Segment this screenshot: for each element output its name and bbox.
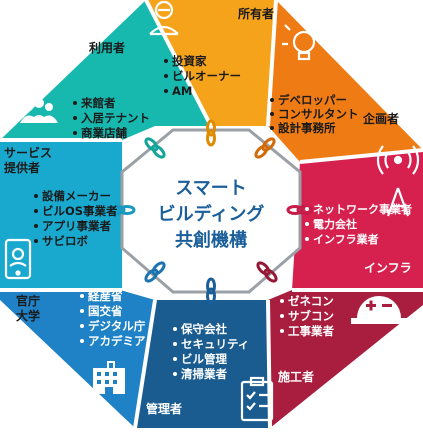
list-item: コンサルタント	[278, 107, 359, 121]
segment-infra	[292, 150, 423, 290]
chain-link-icon	[256, 261, 278, 283]
list-item: ビル管理	[181, 352, 227, 366]
list-item: ネットワーク事業者	[313, 202, 412, 216]
items-infra: ネットワーク事業者 電力会社 インフラ業者	[305, 202, 412, 246]
building-icon	[93, 361, 125, 394]
chain-link-icon	[108, 205, 136, 215]
items-user: 来館者 入居テナント 商業店舗	[73, 96, 150, 140]
segment-title-gov-2: 大学	[16, 308, 40, 323]
segment-owner-shape	[146, 0, 276, 126]
segment-construction-shape	[230, 290, 423, 428]
smartphone-icon	[4, 238, 32, 280]
segment-title-infra: インフラ	[364, 261, 412, 275]
list-item: 設備メーカー	[42, 189, 111, 203]
list-item: 入居テナント	[81, 111, 150, 125]
list-item: デジタル庁	[88, 319, 146, 333]
segment-title-user: 利用者	[89, 40, 125, 55]
items-gov: 経産省 国交省 デジタル庁 アカデミア	[80, 289, 146, 348]
center-line-2: ビルディング	[158, 203, 265, 225]
chain-link-icon	[206, 119, 216, 147]
manager-person-icon	[149, 0, 179, 36]
list-item: 来館者	[80, 96, 116, 110]
items-manager: 保守会社 セキュリティ ビル管理 清掃業者	[173, 322, 249, 381]
list-item: ビルオーナー	[172, 69, 241, 83]
list-item: サビロボ	[42, 234, 88, 248]
list-item: インフラ業者	[313, 232, 379, 246]
items-planner: デベロッパー コンサルタント 設計事務所	[270, 93, 359, 135]
center-line-3: 共創機構	[175, 229, 247, 251]
segment-title-service-1: サービス	[4, 145, 52, 160]
center-line-1: スマート	[175, 178, 246, 199]
segment-title-owner: 所有者	[238, 6, 274, 21]
segment-title-service-2: 提供者	[4, 160, 40, 175]
segment-title-manager: 管理者	[146, 401, 182, 416]
list-item: AM	[172, 84, 192, 98]
segment-planner-shape	[268, 0, 423, 162]
list-item: デベロッパー	[278, 93, 347, 107]
people-group-icon	[20, 98, 58, 123]
segment-owner	[146, 0, 276, 126]
chain-link-icon	[254, 137, 276, 159]
chain-link-icon	[286, 205, 314, 215]
clipboard-checklist-icon	[240, 376, 274, 422]
list-item: 設計事務所	[278, 121, 336, 135]
chain-link-icon	[144, 261, 166, 283]
list-item: 国交省	[88, 304, 123, 318]
list-item: ゼネコン	[288, 294, 334, 308]
segment-title-planner: 企画者	[362, 111, 399, 126]
segment-planner	[268, 0, 423, 162]
segment-title-gov-1: 官庁	[16, 293, 40, 308]
segment-infra-shape	[292, 150, 423, 290]
lightbulb-icon	[282, 20, 326, 61]
list-item: 工事業者	[288, 324, 334, 338]
list-item: 清掃業者	[181, 367, 227, 381]
list-item: サブコン	[288, 309, 334, 323]
segment-manager-shape	[135, 300, 270, 428]
chain-links	[108, 119, 314, 305]
segment-construction	[230, 290, 423, 428]
list-item: 保守会社	[180, 322, 227, 336]
chain-link-icon	[206, 277, 216, 305]
segment-manager	[135, 300, 270, 428]
list-item: 経産省	[88, 289, 123, 303]
list-item: セキュリティ	[181, 337, 249, 351]
segment-title-construction: 施工者	[278, 369, 314, 384]
hard-hat-icon	[351, 296, 407, 324]
radio-tower-icon	[376, 145, 420, 217]
list-item: 商業店舗	[81, 126, 127, 140]
items-owner: 投資家 ビルオーナー AM	[164, 54, 241, 98]
list-item: 電力会社	[313, 217, 357, 231]
chain-link-icon	[144, 137, 166, 159]
list-item: アプリ事業者	[42, 219, 111, 233]
list-item: ビルOS事業者	[42, 204, 118, 218]
list-item: アカデミア	[88, 334, 146, 348]
list-item: 投資家	[172, 54, 207, 68]
items-service: 設備メーカー ビルOS事業者 アプリ事業者 サビロボ	[34, 189, 118, 248]
items-construction: ゼネコン サブコン 工事業者	[280, 294, 334, 338]
